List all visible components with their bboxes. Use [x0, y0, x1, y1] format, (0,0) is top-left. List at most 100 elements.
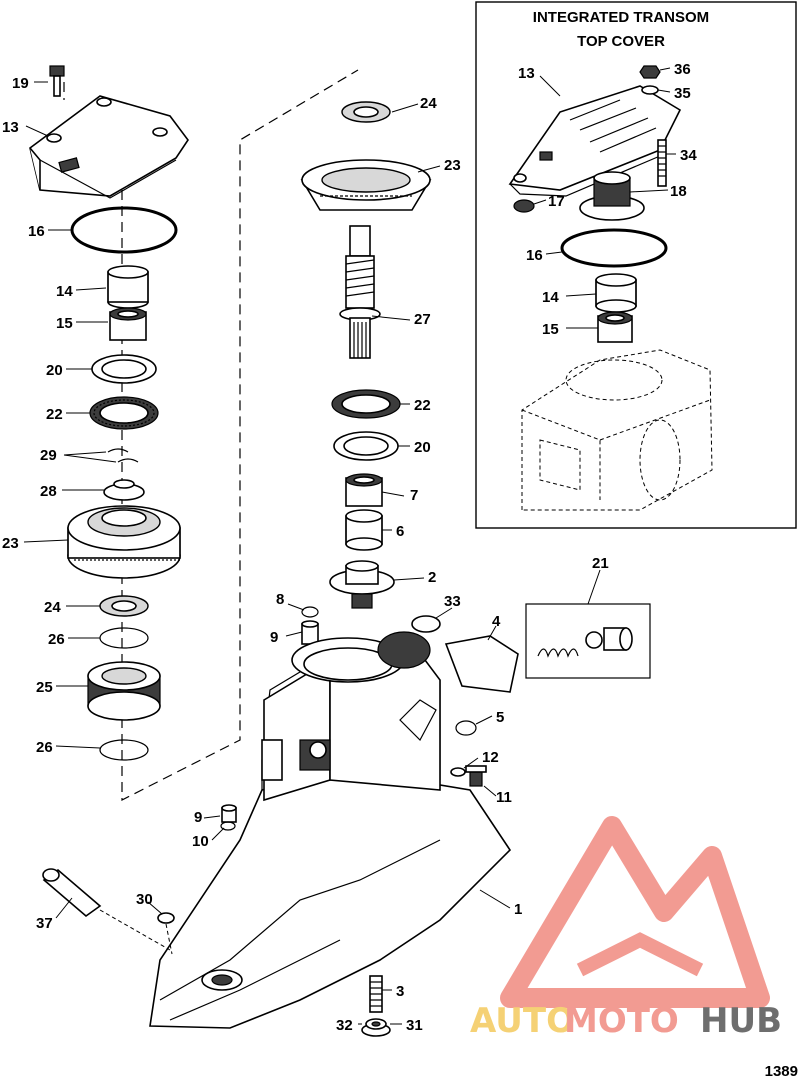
- inset-stud-34: [657, 139, 667, 187]
- inset-needle-bearing-15: [597, 311, 633, 343]
- stud-3: [369, 975, 383, 1013]
- thrust-bearing-22-left: [89, 396, 159, 430]
- pinion-gear-23-center: [300, 159, 432, 211]
- callout-8: 8: [276, 591, 284, 608]
- callout-26b: 26: [36, 739, 53, 756]
- inset-housing-outline: [521, 349, 713, 511]
- inset-title-line1: INTEGRATED TRANSOM: [533, 9, 709, 26]
- callout-12: 12: [482, 749, 499, 766]
- bolt-19: [49, 65, 65, 97]
- callout-18: 18: [670, 183, 687, 200]
- inset-washer-35: [641, 85, 659, 95]
- callout-16: 16: [28, 223, 45, 240]
- callout-9: 9: [270, 629, 278, 646]
- bearing-race-24-left: [99, 595, 149, 617]
- callout-2: 2: [428, 569, 436, 586]
- watermark-auto: AUTO: [470, 1001, 575, 1041]
- callout-16i: 16: [526, 247, 543, 264]
- callout-20c: 20: [414, 439, 431, 456]
- thrust-bearing-22-center: [331, 389, 401, 419]
- figure-number: 1389: [765, 1063, 798, 1080]
- inset-bearing-carrier-18: [579, 171, 645, 221]
- callout-37: 37: [36, 915, 53, 932]
- automotohub-logo: AUTO MOTO HUB: [470, 816, 782, 1041]
- bushing-14: [107, 265, 149, 309]
- washer-30: [157, 912, 175, 924]
- callout-22: 22: [46, 406, 63, 423]
- watermark-moto: MOTO: [564, 1001, 679, 1041]
- o-ring-8: [301, 606, 319, 618]
- callout-9b: 9: [194, 809, 202, 826]
- callout-29: 29: [40, 447, 57, 464]
- inset-frame: [475, 1, 797, 529]
- clips-29: [107, 448, 139, 463]
- callout-34: 34: [680, 147, 697, 164]
- bearing-25: [87, 661, 161, 721]
- needle-bearing-7: [345, 473, 383, 507]
- callout-17: 17: [548, 193, 565, 210]
- o-ring-10: [220, 821, 236, 831]
- callout-24c: 24: [420, 95, 437, 112]
- callout-20: 20: [46, 362, 63, 379]
- leader-lines: [23, 67, 676, 1025]
- callout-3: 3: [396, 983, 404, 1000]
- snap-ring-26-bottom: [99, 739, 149, 761]
- inset-bushing-14: [595, 273, 637, 313]
- callout-19: 19: [12, 75, 29, 92]
- callout-30: 30: [136, 891, 153, 908]
- callout-26: 26: [48, 631, 65, 648]
- bushing-6: [345, 509, 383, 551]
- o-ring-5: [455, 720, 477, 736]
- callout-25: 25: [36, 679, 53, 696]
- callout-13i: 13: [518, 65, 535, 82]
- callout-27: 27: [414, 311, 431, 328]
- callout-6: 6: [396, 523, 404, 540]
- callout-11: 11: [496, 789, 512, 806]
- callout-36: 36: [674, 61, 691, 78]
- callout-33: 33: [444, 593, 461, 610]
- seal-33: [411, 615, 441, 633]
- callout-28: 28: [40, 483, 57, 500]
- gear-23-left: [67, 505, 181, 579]
- inset-top-cover-13: [508, 85, 682, 197]
- callout-labels: 19 13 16 14 15 20 22 29 28 23 24 26 25 2…: [2, 61, 697, 1034]
- spacer-28: [103, 479, 145, 501]
- callout-15i: 15: [542, 321, 559, 338]
- callout-22c: 22: [414, 397, 431, 414]
- kit-box-21: [525, 603, 651, 679]
- dowel-9-lower: [221, 804, 237, 823]
- o-ring-16: [70, 206, 178, 254]
- needle-bearing-15: [109, 307, 147, 341]
- washer-12: [450, 767, 466, 777]
- inset-nut-36: [639, 65, 661, 79]
- gear-housing-1: [149, 631, 512, 1029]
- inset-o-ring-16: [560, 228, 668, 268]
- watermark-hub: HUB: [700, 1001, 782, 1041]
- top-cover-13: [29, 95, 189, 199]
- callout-35: 35: [674, 85, 691, 102]
- dowel-9-upper: [301, 620, 319, 645]
- callout-24: 24: [44, 599, 61, 616]
- bearing-race-24-center: [341, 101, 391, 123]
- callout-10: 10: [192, 833, 209, 850]
- callout-32: 32: [336, 1017, 353, 1034]
- washer-20-center: [333, 431, 399, 461]
- callout-14i: 14: [542, 289, 559, 306]
- gasket-4: [444, 635, 519, 693]
- inset-seal-17: [513, 199, 535, 213]
- callout-15: 15: [56, 315, 73, 332]
- callout-23c: 23: [444, 157, 461, 174]
- snap-ring-26-top: [99, 627, 149, 649]
- callout-31: 31: [406, 1017, 423, 1034]
- plug-11: [465, 765, 487, 787]
- callout-4: 4: [492, 613, 501, 630]
- callout-7: 7: [410, 487, 418, 504]
- drive-shaft-27: [339, 225, 381, 359]
- callout-13: 13: [2, 119, 19, 136]
- pin-37: [42, 868, 102, 918]
- callout-14: 14: [56, 283, 73, 300]
- callout-5: 5: [496, 709, 504, 726]
- nut-31-washer-32: [361, 1018, 391, 1037]
- callout-1: 1: [514, 901, 522, 918]
